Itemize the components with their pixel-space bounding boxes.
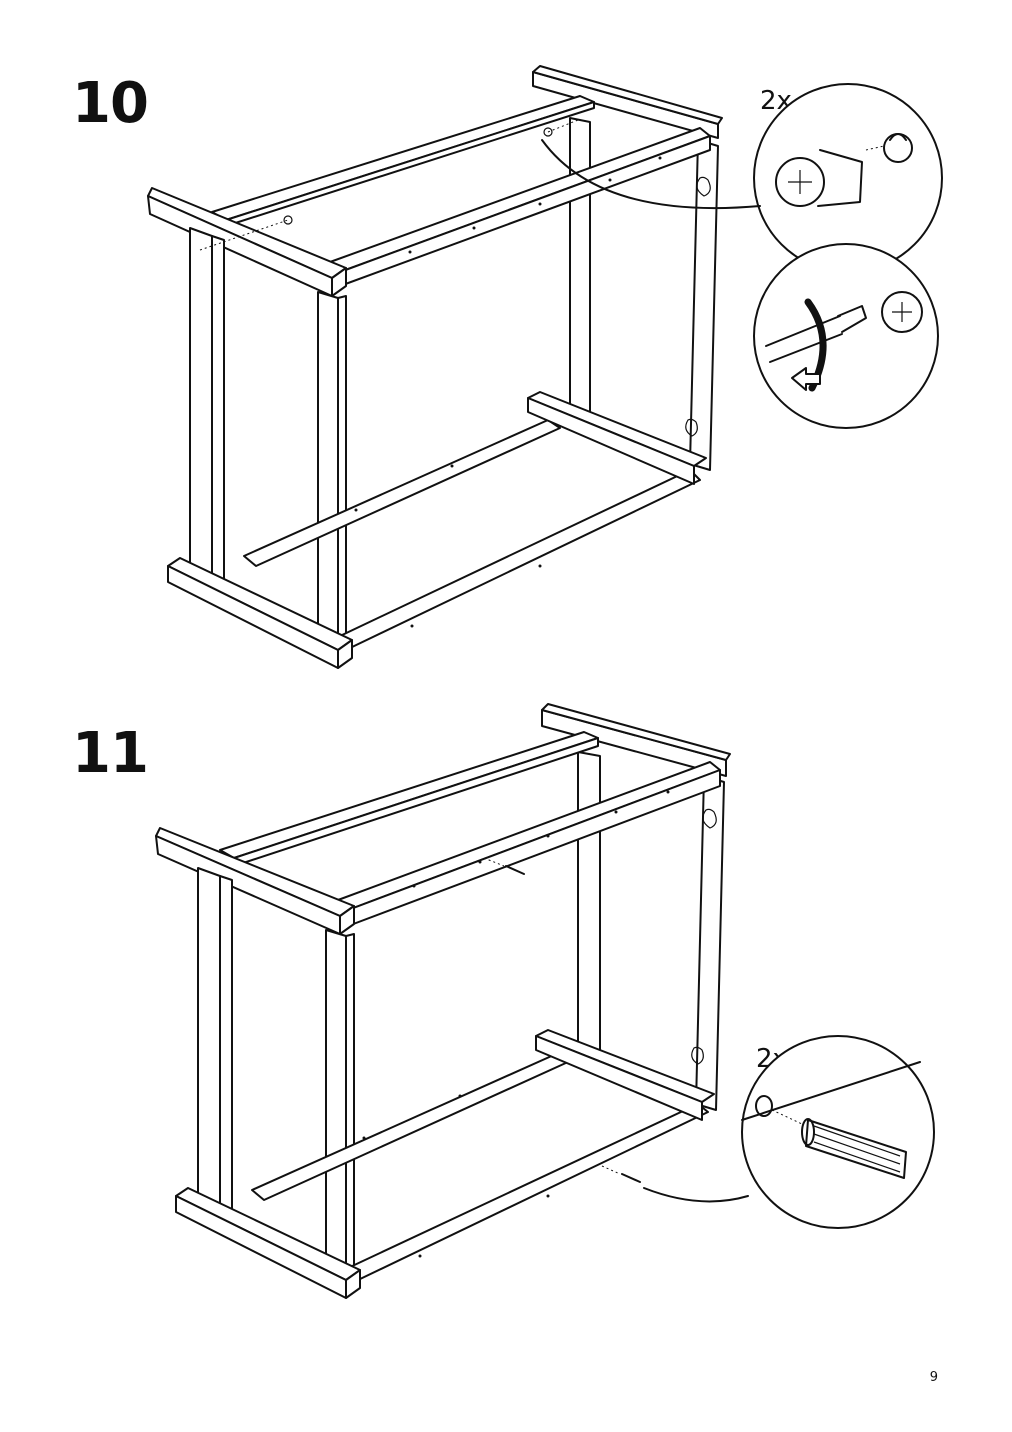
- step-10-screwdriver-callout: [753, 243, 939, 429]
- step-11-dowel-callout: [643, 1035, 935, 1229]
- step-11-frame-drawing: [155, 703, 731, 1299]
- step-number-11: 11: [72, 721, 149, 786]
- step-10-frame-drawing: [147, 65, 723, 669]
- step-number-10: 10: [72, 71, 149, 136]
- page-number: 9: [929, 1370, 938, 1385]
